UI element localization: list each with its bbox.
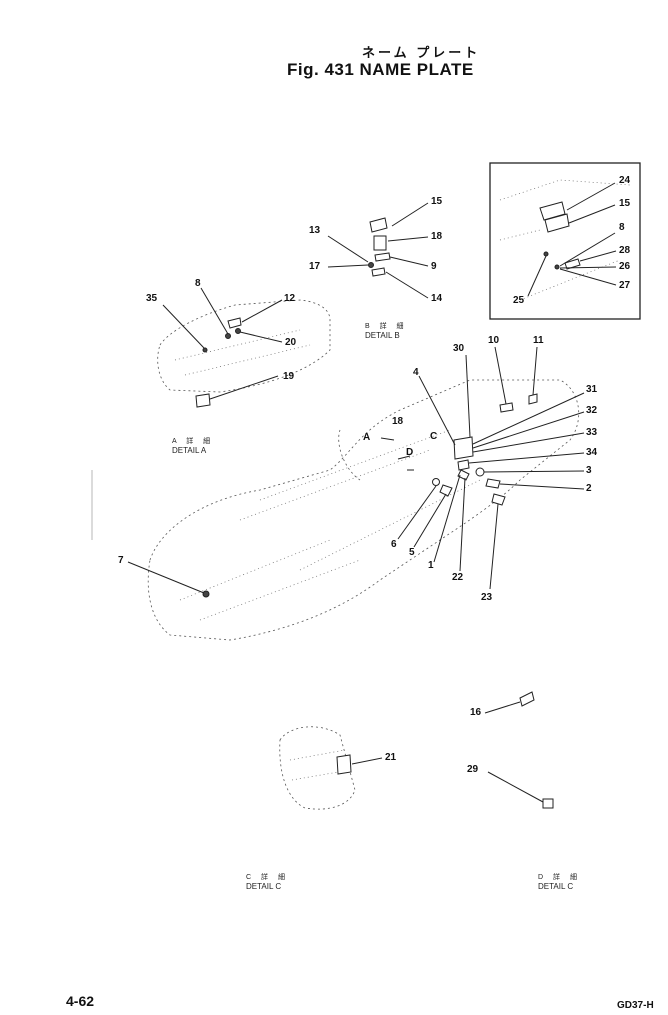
part-21-plate [336, 754, 352, 775]
detail-a-sketch [157, 299, 331, 393]
detail-c-label-jp: C 詳 細 [246, 874, 289, 881]
callout-21: 21 [385, 752, 397, 763]
callout-8b: 8 [619, 222, 625, 233]
callout-15b: 15 [619, 198, 631, 209]
view-arrows [380, 437, 414, 471]
part-9-plate [374, 252, 391, 262]
part-15b-plate [544, 213, 570, 233]
part-6-washer [432, 478, 440, 486]
part-17-rivet [368, 262, 374, 268]
callout-33: 33 [586, 427, 598, 438]
part-2-bolt [485, 478, 501, 489]
callout-3: 3 [586, 465, 592, 476]
detail-a-label: A 詳 細 DETAIL A [172, 437, 214, 455]
callout-11: 11 [533, 335, 544, 346]
part-5-bolt [439, 484, 453, 497]
callout-17: 17 [309, 261, 321, 272]
part-34-plate [457, 459, 470, 471]
callout-13: 13 [309, 225, 321, 236]
inset-sketch [499, 179, 631, 301]
callout-19: 19 [283, 371, 295, 382]
detail-b-label-en: DETAIL B [365, 331, 400, 340]
detail-a-label-en: DETAIL A [172, 446, 207, 455]
callout-18b: 18 [392, 416, 404, 427]
part-7-plate [202, 590, 210, 598]
callout-10: 10 [488, 335, 500, 346]
view-letter-c: C [430, 431, 438, 442]
callout-8a: 8 [195, 278, 201, 289]
detail-b-label: B 詳 細 DETAIL B [365, 322, 408, 340]
part-12-plate [227, 317, 242, 329]
detail-a-hatch [174, 329, 311, 376]
part-30-plate [453, 436, 474, 460]
callout-16: 16 [470, 707, 482, 718]
detail-d-label-jp: D 詳 細 [538, 874, 581, 881]
callout-6: 6 [391, 539, 397, 550]
machine-hatch [179, 429, 481, 621]
callout-4: 4 [413, 367, 419, 378]
machine-sketch [147, 379, 579, 641]
part-35-rivet [202, 347, 208, 353]
callout-1: 1 [428, 560, 434, 571]
part-25-rivet [543, 251, 549, 257]
callout-35: 35 [146, 293, 158, 304]
part-28-plate [564, 258, 581, 270]
callout-25: 25 [513, 295, 525, 306]
callout-15: 15 [431, 196, 443, 207]
callout-26: 26 [619, 261, 631, 272]
callout-12: 12 [284, 293, 296, 304]
part-29-plate [542, 798, 554, 809]
callout-27: 27 [619, 280, 631, 291]
callout-7: 7 [118, 555, 124, 566]
page-number: 4-62 [66, 993, 95, 1009]
part-14-plate [371, 267, 386, 277]
detail-d-label-en: DETAIL C [538, 882, 574, 891]
callout-29: 29 [467, 764, 479, 775]
part-22-clip [457, 469, 470, 481]
callout-30: 30 [453, 343, 465, 354]
leader-lines [127, 182, 617, 803]
part-23-bolt [491, 493, 506, 506]
view-letter-d: D [406, 447, 414, 458]
callout-20: 20 [285, 337, 297, 348]
machine-hose [338, 429, 361, 481]
part-10-plate [499, 402, 514, 413]
part-19-plate [195, 393, 211, 408]
callout-28: 28 [619, 245, 631, 256]
part-11-plate [528, 393, 538, 405]
part-18-plate [373, 235, 387, 251]
callout-9: 9 [431, 261, 437, 272]
callout-32: 32 [586, 405, 598, 416]
figure-title-japanese: ネーム プレート [362, 45, 481, 60]
callout-34: 34 [586, 447, 598, 458]
detail-a-label-jp: A 詳 細 [172, 438, 215, 445]
callout-18: 18 [431, 231, 443, 242]
callout-2: 2 [586, 483, 592, 494]
callout-23: 23 [481, 592, 493, 603]
part-3-washer [475, 467, 485, 477]
callout-22: 22 [452, 572, 464, 583]
callout-31: 31 [586, 384, 598, 395]
part-8a-rivet [225, 333, 231, 339]
part-26-rivet [554, 264, 560, 270]
callout-14: 14 [431, 293, 443, 304]
part-16-plate [519, 691, 535, 707]
callout-5a: 5 [409, 547, 415, 558]
figure-title: Fig. 431 NAME PLATE [287, 60, 474, 79]
callout-24: 24 [619, 175, 631, 186]
inset-frame [489, 162, 641, 320]
view-letter-a: A [363, 432, 371, 443]
detail-c-label: C 詳 細 DETAIL C [246, 873, 289, 891]
part-24-plate [539, 201, 566, 221]
part-20-rivet [235, 328, 241, 334]
detail-d-label: D 詳 細 DETAIL C [538, 873, 581, 891]
detail-c-label-en: DETAIL C [246, 882, 282, 891]
detail-b-label-jp: B 詳 細 [365, 323, 408, 330]
model-code: GD37-H [617, 1000, 654, 1011]
part-15-plate [369, 217, 388, 233]
detail-c-sketch [279, 726, 356, 810]
